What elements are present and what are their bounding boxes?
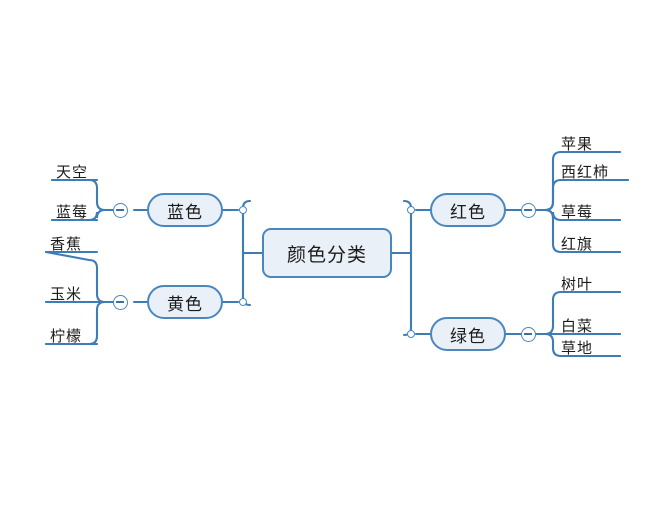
leaf-yellow-2-label: 柠檬 <box>50 327 83 345</box>
leaf-red-1-label: 西红柿 <box>561 163 610 181</box>
junction-dot-red[interactable] <box>407 206 415 214</box>
leaf-blue-1-label: 蓝莓 <box>56 203 89 221</box>
junction-dot-yellow[interactable] <box>239 298 247 306</box>
leaf-green-1-label: 白菜 <box>561 317 594 335</box>
wire-green-leaf-3 <box>543 332 622 358</box>
leaf-blue-0[interactable]: 天空 <box>56 161 88 182</box>
leaf-yellow-1-label: 玉米 <box>50 285 83 303</box>
leaf-red-0-label: 苹果 <box>561 135 594 153</box>
root-node-label: 颜色分类 <box>286 243 367 266</box>
leaf-red-3-label: 红旗 <box>561 235 594 253</box>
collapse-toggle-red[interactable] <box>521 202 536 218</box>
collapse-toggle-yellow[interactable] <box>113 294 128 310</box>
leaf-yellow-1[interactable]: 玉米 <box>50 283 82 304</box>
branch-node-blue[interactable]: 蓝色 <box>147 193 223 227</box>
wire-red-leaf-4 <box>543 208 622 254</box>
collapse-toggle-blue[interactable] <box>113 202 128 218</box>
leaf-green-1[interactable]: 白菜 <box>561 315 593 336</box>
leaf-green-2[interactable]: 草地 <box>561 337 593 358</box>
branch-node-yellow[interactable]: 黄色 <box>147 285 223 319</box>
leaf-yellow-2[interactable]: 柠檬 <box>50 325 82 346</box>
leaf-green-2-label: 草地 <box>561 339 594 357</box>
branch-node-yellow-label: 黄色 <box>167 294 203 315</box>
leaf-green-0[interactable]: 树叶 <box>561 273 593 294</box>
branch-node-green[interactable]: 绿色 <box>430 317 506 351</box>
leaf-yellow-0[interactable]: 香蕉 <box>50 233 82 254</box>
leaf-blue-1[interactable]: 蓝莓 <box>56 201 88 222</box>
junction-dot-blue[interactable] <box>239 206 247 214</box>
branch-node-blue-label: 蓝色 <box>167 202 203 223</box>
leaf-yellow-0-label: 香蕉 <box>50 235 83 253</box>
collapse-toggle-green[interactable] <box>521 326 536 342</box>
leaf-blue-0-label: 天空 <box>56 163 89 181</box>
leaf-red-1[interactable]: 西红柿 <box>561 161 609 182</box>
leaf-red-2[interactable]: 草莓 <box>561 201 593 222</box>
leaf-green-0-label: 树叶 <box>561 275 594 293</box>
branch-node-red[interactable]: 红色 <box>430 193 506 227</box>
leaf-red-2-label: 草莓 <box>561 203 594 221</box>
leaf-red-3[interactable]: 红旗 <box>561 233 593 254</box>
junction-dot-green[interactable] <box>407 330 415 338</box>
branch-node-green-label: 绿色 <box>450 326 486 347</box>
branch-node-red-label: 红色 <box>450 202 486 223</box>
leaf-red-0[interactable]: 苹果 <box>561 133 593 154</box>
root-node[interactable]: 颜色分类 <box>262 228 392 278</box>
wire-red-leaf-2 <box>543 178 630 212</box>
